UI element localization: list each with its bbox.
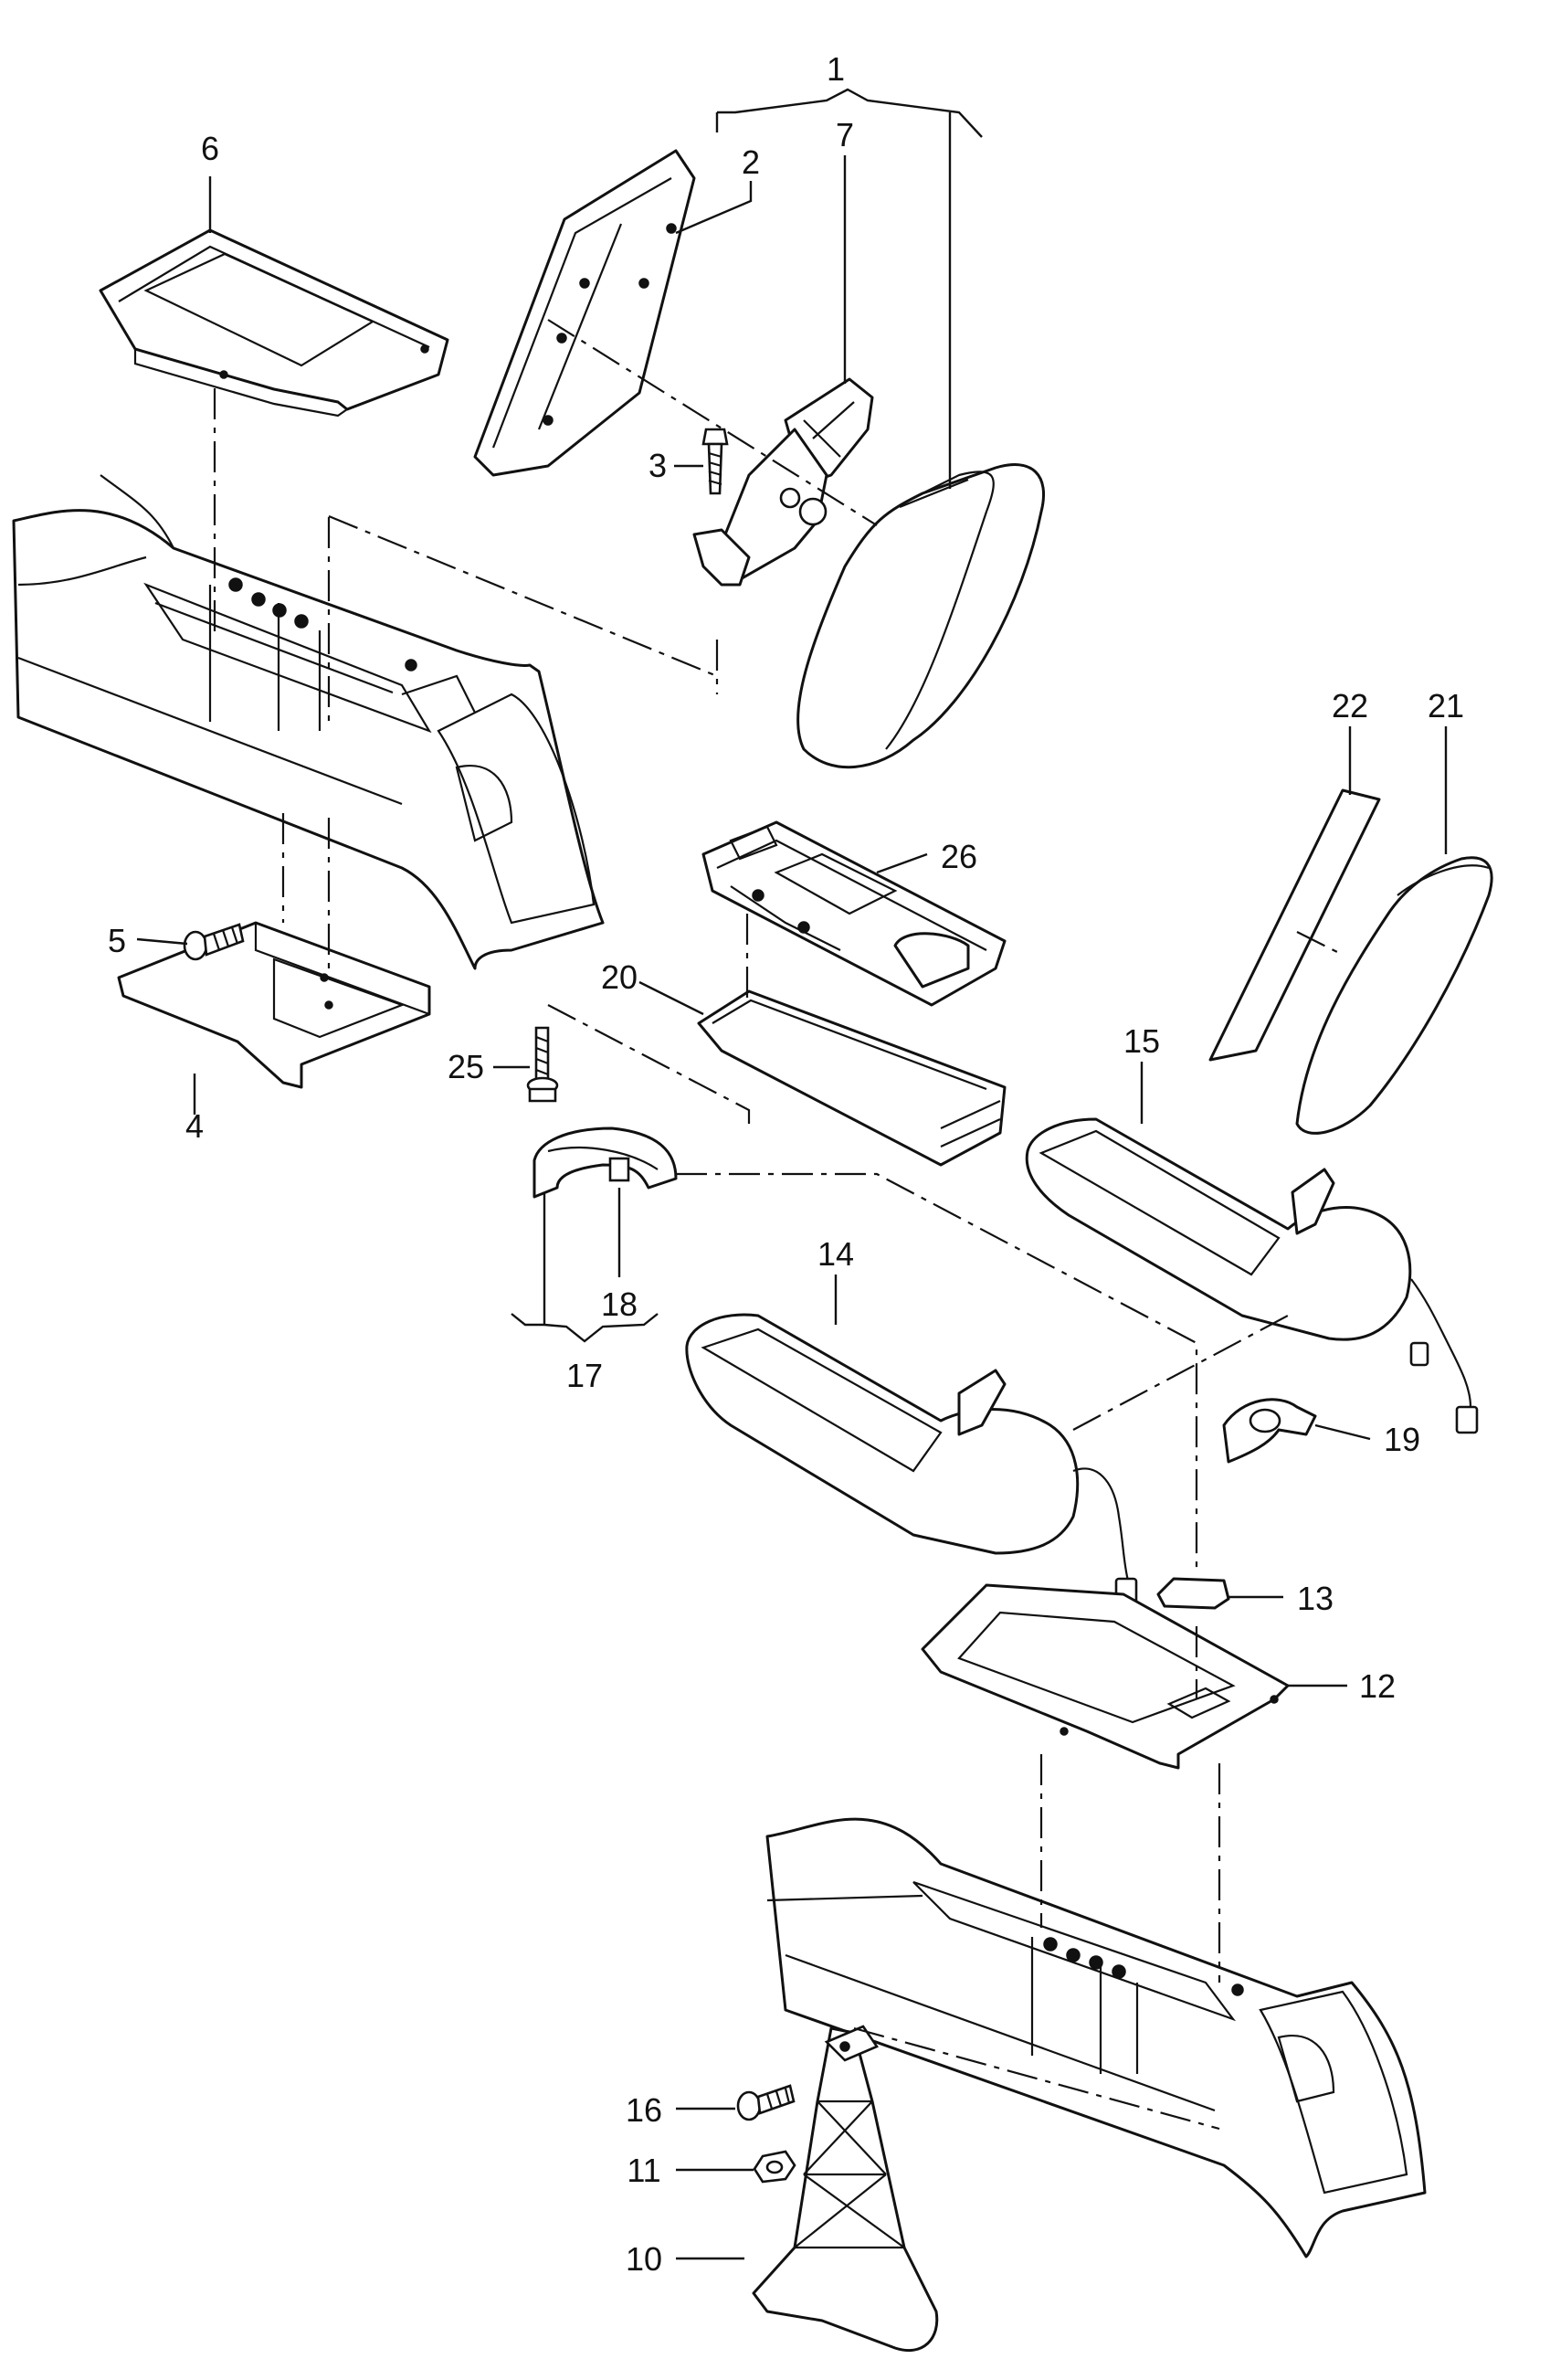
leader-lines bbox=[136, 88, 1448, 2260]
part-15-armrest bbox=[1025, 1117, 1479, 1434]
callout-12: 12 bbox=[1359, 1667, 1396, 1705]
part-2-lid-inner bbox=[473, 149, 696, 477]
callout-7: 7 bbox=[836, 116, 854, 153]
part-4-bracket bbox=[117, 921, 431, 1089]
callout-15: 15 bbox=[1123, 1022, 1160, 1060]
callout-6: 6 bbox=[201, 130, 219, 167]
center-console-upper bbox=[12, 474, 605, 970]
part-10-support bbox=[752, 2025, 939, 2353]
part-3-screw bbox=[701, 428, 729, 495]
callout-26: 26 bbox=[941, 838, 977, 875]
callout-10: 10 bbox=[626, 2240, 662, 2278]
center-console-lower bbox=[765, 1817, 1427, 2258]
callout-3: 3 bbox=[648, 447, 667, 484]
callout-25: 25 bbox=[448, 1048, 484, 1085]
part-16-bolt bbox=[736, 2084, 796, 2121]
callout-13: 13 bbox=[1297, 1580, 1334, 1617]
part-26-switch-module bbox=[701, 820, 1007, 1007]
part-17-trim-cover bbox=[532, 1127, 678, 1199]
callout-labels: 1 2 3 4 5 6 7 10 11 12 13 14 15 16 17 18… bbox=[108, 50, 1464, 2278]
callout-11: 11 bbox=[627, 2152, 660, 2189]
part-7-hinge bbox=[692, 377, 874, 587]
part-11-nut bbox=[753, 2150, 796, 2184]
part-22-pad bbox=[1208, 788, 1381, 1062]
callout-21: 21 bbox=[1428, 687, 1464, 725]
part-12-tray-insert bbox=[921, 1583, 1290, 1770]
callout-19: 19 bbox=[1384, 1421, 1420, 1458]
part-20-tray bbox=[697, 989, 1007, 1167]
part-5-bolt bbox=[183, 923, 245, 961]
part-19-clip bbox=[1222, 1398, 1317, 1464]
part-6-tray-insert bbox=[99, 228, 449, 418]
callout-14: 14 bbox=[817, 1235, 854, 1273]
callout-18: 18 bbox=[601, 1285, 638, 1323]
callout-16: 16 bbox=[626, 2091, 662, 2129]
callout-4: 4 bbox=[185, 1107, 204, 1145]
alignment-lines bbox=[213, 319, 1344, 2131]
part-13-pad bbox=[1156, 1577, 1230, 1610]
part-1-lid-assembly bbox=[796, 463, 1046, 769]
part-25-screw bbox=[526, 1026, 559, 1103]
callout-1: 1 bbox=[827, 50, 845, 88]
callout-5: 5 bbox=[108, 922, 126, 959]
part-14-armrest bbox=[685, 1313, 1138, 1608]
part-21-armrest-cover bbox=[1295, 856, 1493, 1135]
callout-22: 22 bbox=[1332, 687, 1368, 725]
callout-20: 20 bbox=[601, 958, 638, 996]
callout-2: 2 bbox=[742, 143, 760, 181]
callout-17: 17 bbox=[566, 1357, 603, 1394]
